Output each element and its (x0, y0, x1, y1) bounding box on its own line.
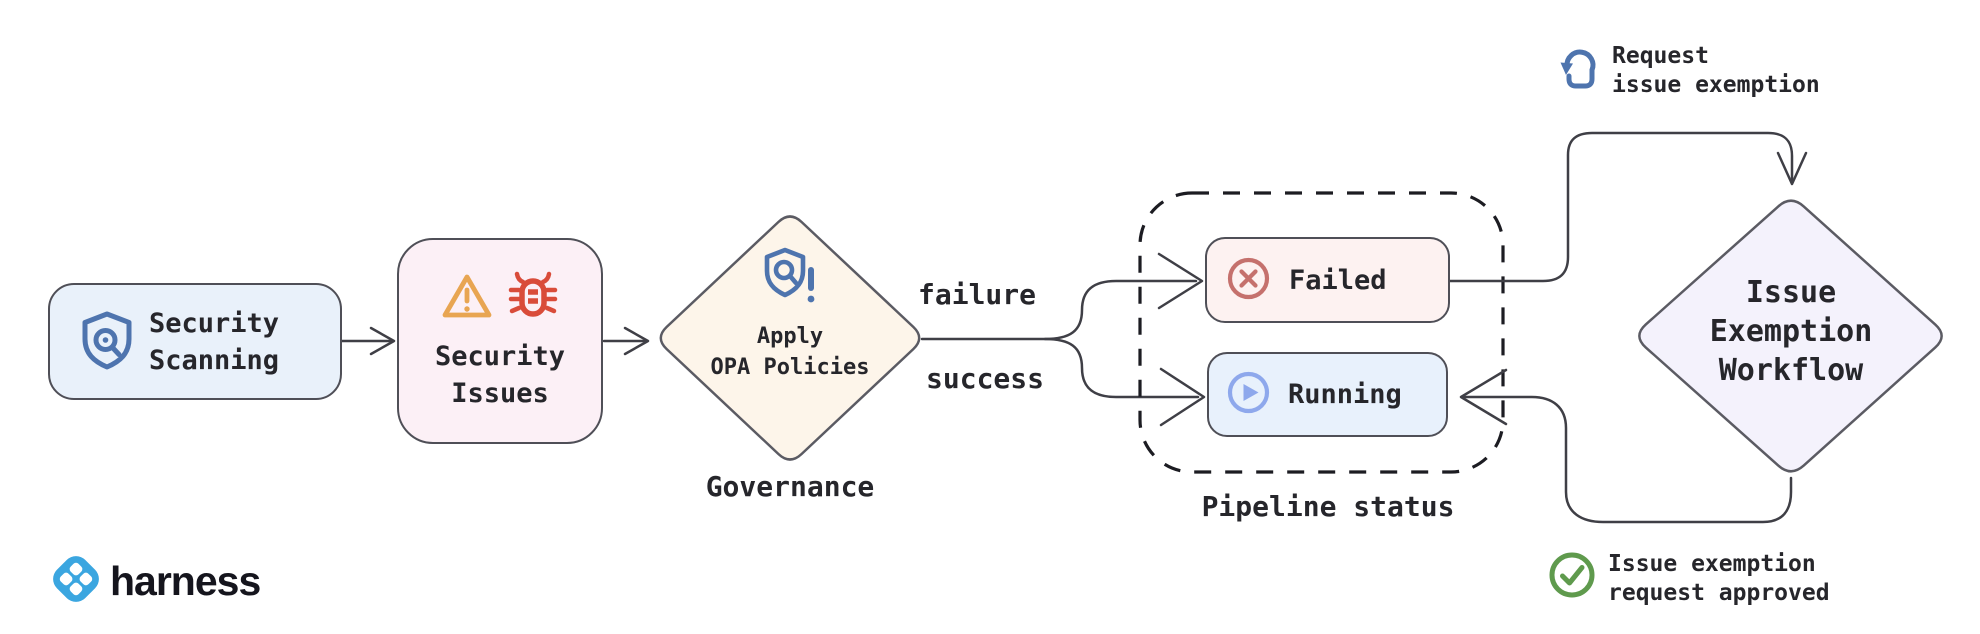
edge-failed-to-exemption (1448, 131, 1794, 283)
governance-caption: Governance (705, 470, 875, 503)
harness-wordmark: harness (110, 557, 261, 604)
node-apply-opa-policies-label: Apply OPA Policies (710, 324, 870, 380)
failure-edge-label: failure (918, 278, 1037, 311)
approved-annotation: Issue exemption request approved (1608, 551, 1830, 606)
arrowhead-icon (1776, 151, 1808, 186)
warning-triangle-icon (441, 271, 493, 325)
node-issue-exemption-workflow-label: Issue Exemption Workflow (1709, 275, 1873, 388)
circle-play-icon (1227, 371, 1270, 418)
node-label: Failed (1289, 264, 1387, 296)
edge-exemption-to-running (1460, 395, 1793, 524)
request-exemption-annotation: Request issue exemption (1612, 43, 1820, 98)
arrowhead-icon (1157, 252, 1204, 310)
success-edge-label: success (926, 362, 1045, 395)
tap-gesture-icon (1556, 44, 1602, 98)
security-issues-icons (441, 270, 560, 326)
shield-alert-icon (763, 246, 819, 310)
node-apply-opa-policies-shape (659, 215, 921, 461)
node-running: Running (1207, 352, 1448, 437)
pipeline-status-caption: Pipeline status (1201, 490, 1455, 523)
shield-search-icon (80, 310, 134, 374)
harness-brand: harness (46, 549, 261, 613)
node-label: Running (1288, 379, 1402, 410)
node-security-issues: Security Issues (397, 238, 603, 444)
arrowhead-icon (623, 326, 650, 356)
node-label: Security Scanning (149, 307, 280, 376)
arrowhead-icon (369, 326, 396, 356)
circle-x-icon (1227, 257, 1270, 304)
edge-failure (920, 279, 1198, 341)
harness-logo-icon (46, 549, 106, 613)
node-label: Security Issues (434, 341, 566, 409)
arrowhead-icon (1159, 367, 1206, 427)
check-circle-icon (1548, 551, 1596, 603)
arrowhead-icon (1459, 368, 1508, 426)
node-failed: Failed (1205, 237, 1450, 323)
edge-success (1043, 337, 1200, 399)
pipeline-status-group-border (1138, 191, 1505, 474)
node-issue-exemption-workflow-shape (1638, 199, 1943, 473)
bug-icon (506, 270, 560, 326)
node-security-scanning: Security Scanning (48, 283, 342, 400)
